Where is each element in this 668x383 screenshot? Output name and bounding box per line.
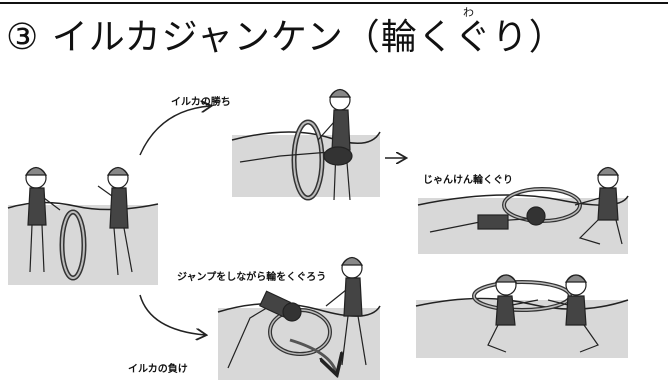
top-rule (0, 2, 668, 4)
label-jump-hoop: ジャンプをしながら輪をくぐろう (177, 272, 327, 283)
label-dolphin-lose: イルカの負け (128, 364, 188, 375)
panel-janken-pair (415, 274, 629, 358)
furigana-reading: わ (463, 6, 474, 19)
panel-win (231, 88, 381, 201)
panel-lose (217, 256, 381, 380)
panel-janken-hoop (417, 166, 629, 254)
label-dolphin-win: イルカの勝ち (171, 97, 231, 108)
child-right-figure (97, 166, 133, 276)
arrow-to-lose (139, 294, 205, 335)
label-janken-hoop: じゃんけん輪くぐり (423, 175, 513, 186)
arrow-to-win (139, 106, 210, 156)
page-title: ③ イルカジャンケン（輪くぐり） (6, 17, 566, 58)
child-left-figure (24, 166, 61, 273)
panel-start (7, 166, 159, 285)
